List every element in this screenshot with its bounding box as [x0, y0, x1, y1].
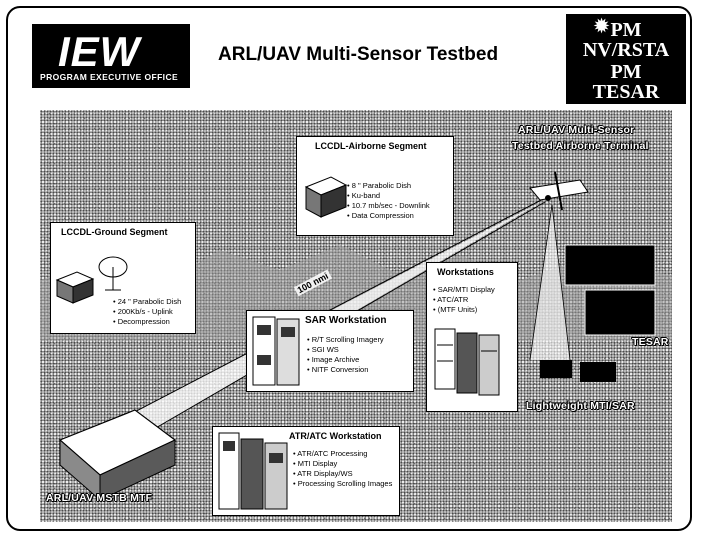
list-item: SGI WS — [307, 345, 384, 355]
aircraft-icon — [529, 171, 589, 211]
list-item: ATR/ATC Processing — [293, 449, 392, 459]
list-item: Decompression — [113, 317, 181, 327]
sar-workstation-panel: SAR Workstation R/T Scrolling Imagery SG… — [246, 310, 414, 392]
pm-logo-line1: PM — [610, 19, 642, 41]
sensor-beam — [530, 205, 570, 360]
list-item: (MTF Units) — [433, 305, 495, 315]
pm-logo: ✹ PM NV/RSTA PM TESAR — [566, 14, 686, 104]
page-frame — [6, 6, 692, 531]
ground-vehicle-icon — [58, 409, 177, 502]
page-title: ARL/UAV Multi-Sensor Testbed — [218, 44, 499, 65]
airborne-terminal-label-line1: ARL/UAV Multi-Sensor — [518, 124, 635, 136]
tesar-label: TESAR — [632, 336, 669, 348]
list-item: ATR Display/WS — [293, 469, 392, 479]
list-item: 24 " Parabolic Dish — [113, 297, 182, 307]
list-item: 200Kb/s - Uplink — [113, 307, 181, 317]
sar-workstation-icon — [252, 316, 300, 386]
list-item: ATC/ATR — [433, 295, 495, 305]
lccdl-airborne-panel: LCCDL-Airborne Segment 8 " Parabolic Dis… — [296, 136, 454, 236]
lccdl-ground-panel: LCCDL-Ground Segment 24 " Parabolic Dish… — [50, 222, 196, 334]
sar-unit-2 — [580, 362, 616, 382]
iew-logo-word: IEW — [58, 28, 141, 75]
list-item: Processing Scrolling Images — [293, 479, 393, 489]
lightweight-sar-label: Lightweight MTI/SAR — [526, 400, 635, 412]
sar-workstation-title: SAR Workstation — [305, 315, 387, 326]
list-item: NITF Conversion — [307, 365, 384, 375]
lccdl-airborne-title: LCCDL-Airborne Segment — [315, 141, 427, 151]
list-item: Image Archive — [307, 355, 384, 365]
atr-workstation-icon — [218, 432, 288, 510]
lccdl-airborne-list: 8 " Parabolic Dish Ku-band 10.7 mb/sec -… — [347, 181, 430, 221]
workstations-panel: Workstations SAR/MTI Display ATC/ATR (MT… — [426, 262, 518, 412]
airborne-terminal-label-line2: Testbed Airborne Terminal — [512, 140, 649, 152]
list-item: Ku-band — [347, 191, 430, 201]
pm-logo-line4: TESAR — [592, 81, 660, 103]
workstation-racks-icon — [434, 328, 500, 396]
atr-workstation-list: ATR/ATC Processing MTI Display ATR Displ… — [293, 449, 392, 489]
sar-unit-1 — [540, 360, 572, 378]
atr-workstation-panel: ATR/ATC Workstation ATR/ATC Processing M… — [212, 426, 400, 516]
atr-workstation-title: ATR/ATC Workstation — [289, 431, 382, 441]
lccdl-ground-list: 24 " Parabolic Dish 200Kb/s - Uplink Dec… — [113, 297, 182, 327]
list-item: MTI Display — [293, 459, 392, 469]
sar-workstation-list: R/T Scrolling Imagery SGI WS Image Archi… — [307, 335, 384, 375]
iew-logo: IEW PROGRAM EXECUTIVE OFFICE — [32, 24, 190, 88]
mstb-mtf-label: ARL/UAV MSTB MTF — [46, 492, 153, 504]
list-item: 8 " Parabolic Dish — [347, 181, 430, 191]
pm-logo-line3: PM — [610, 61, 642, 83]
workstations-title: Workstations — [437, 267, 494, 277]
airborne-equipment-icon — [304, 176, 348, 218]
tesar-photo-bottom — [584, 289, 656, 336]
list-item: 10.7 mb/sec - Downlink — [347, 201, 430, 211]
pm-logo-line2: NV/RSTA — [582, 39, 670, 61]
tesar-photo-top — [564, 244, 656, 286]
list-item: R/T Scrolling Imagery — [307, 335, 384, 345]
iew-logo-subtitle: PROGRAM EXECUTIVE OFFICE — [40, 72, 179, 82]
lccdl-ground-title: LCCDL-Ground Segment — [61, 227, 168, 237]
list-item: Data Compression — [347, 211, 430, 221]
testbed-diagram: LCCDL-Airborne Segment 8 " Parabolic Dis… — [40, 110, 672, 522]
workstations-list: SAR/MTI Display ATC/ATR (MTF Units) — [433, 285, 495, 315]
ground-dish-icon — [55, 256, 128, 304]
starburst-icon: ✹ — [594, 16, 610, 36]
list-item: SAR/MTI Display — [433, 285, 495, 295]
